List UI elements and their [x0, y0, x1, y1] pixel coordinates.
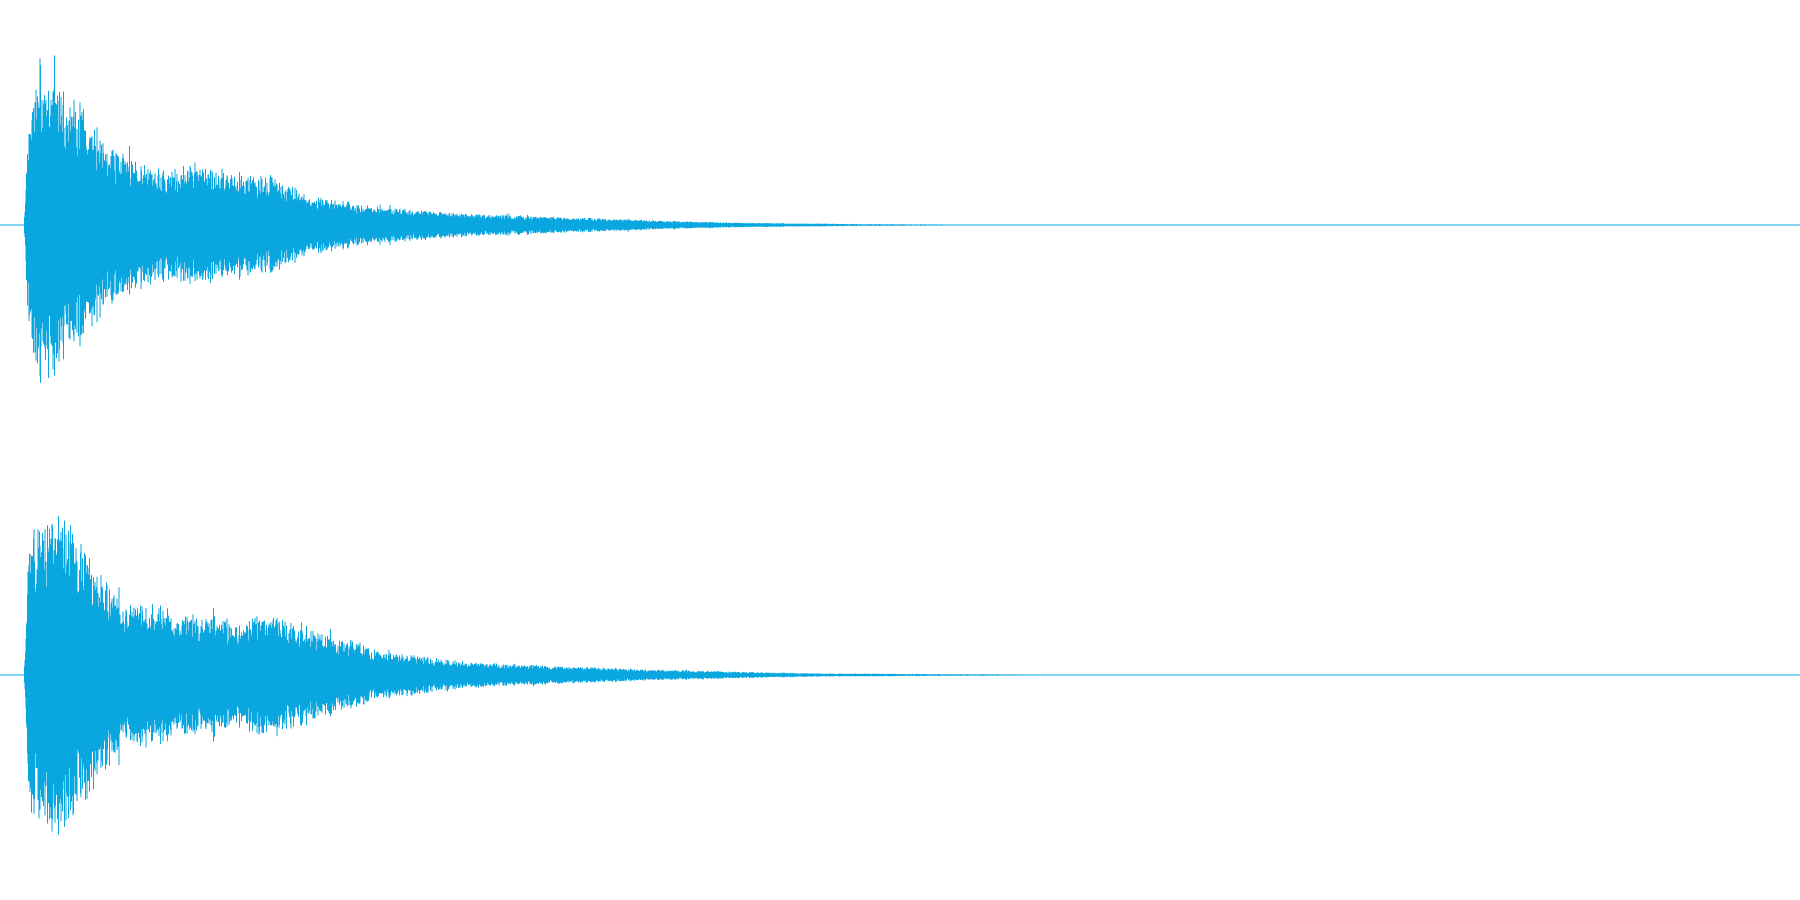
channel-1-track[interactable]: [0, 55, 1800, 383]
channel-2-waveform: [24, 515, 1164, 835]
channel-2-track[interactable]: [0, 515, 1800, 835]
channel-1-waveform: [24, 55, 1077, 383]
